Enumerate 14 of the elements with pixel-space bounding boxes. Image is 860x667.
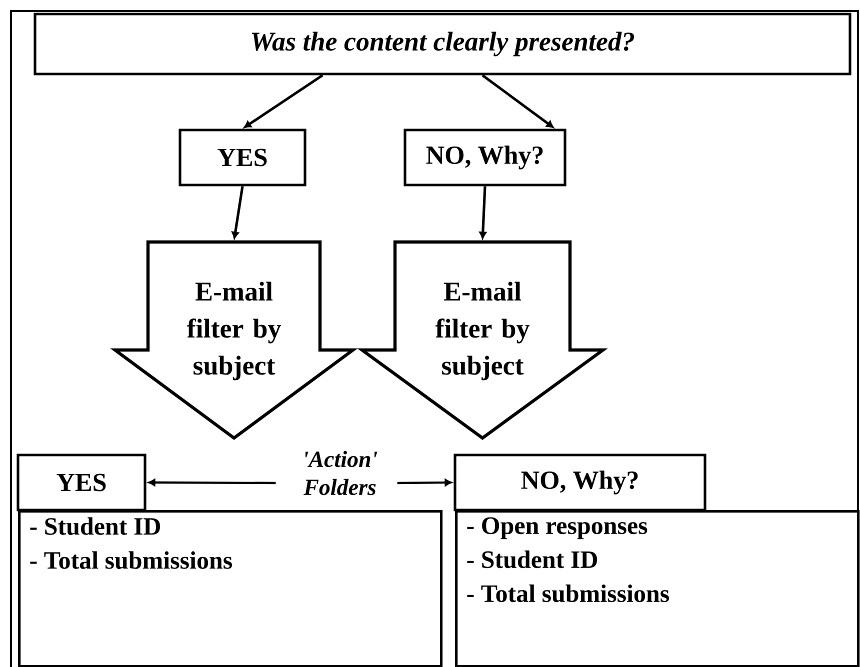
- folder-label: 'Action' Folders: [304, 450, 378, 496]
- field-list-box: - Student ID - Total submissions: [18, 510, 443, 667]
- question-box: Was the content clearly presented?: [34, 12, 852, 76]
- arrow: [244, 74, 324, 128]
- answer-box: YES: [178, 128, 306, 186]
- field-list-box: - Open responses - Student ID - Total submissions: [455, 510, 860, 667]
- answer-box: NO, Why?: [404, 128, 566, 186]
- answer-box: YES: [16, 454, 146, 512]
- arrow: [482, 74, 554, 128]
- arrow: [479, 186, 486, 239]
- arrow: [148, 478, 276, 486]
- arrow: [232, 186, 244, 239]
- answer-box: NO, Why?: [454, 454, 706, 512]
- arrow: [397, 479, 452, 486]
